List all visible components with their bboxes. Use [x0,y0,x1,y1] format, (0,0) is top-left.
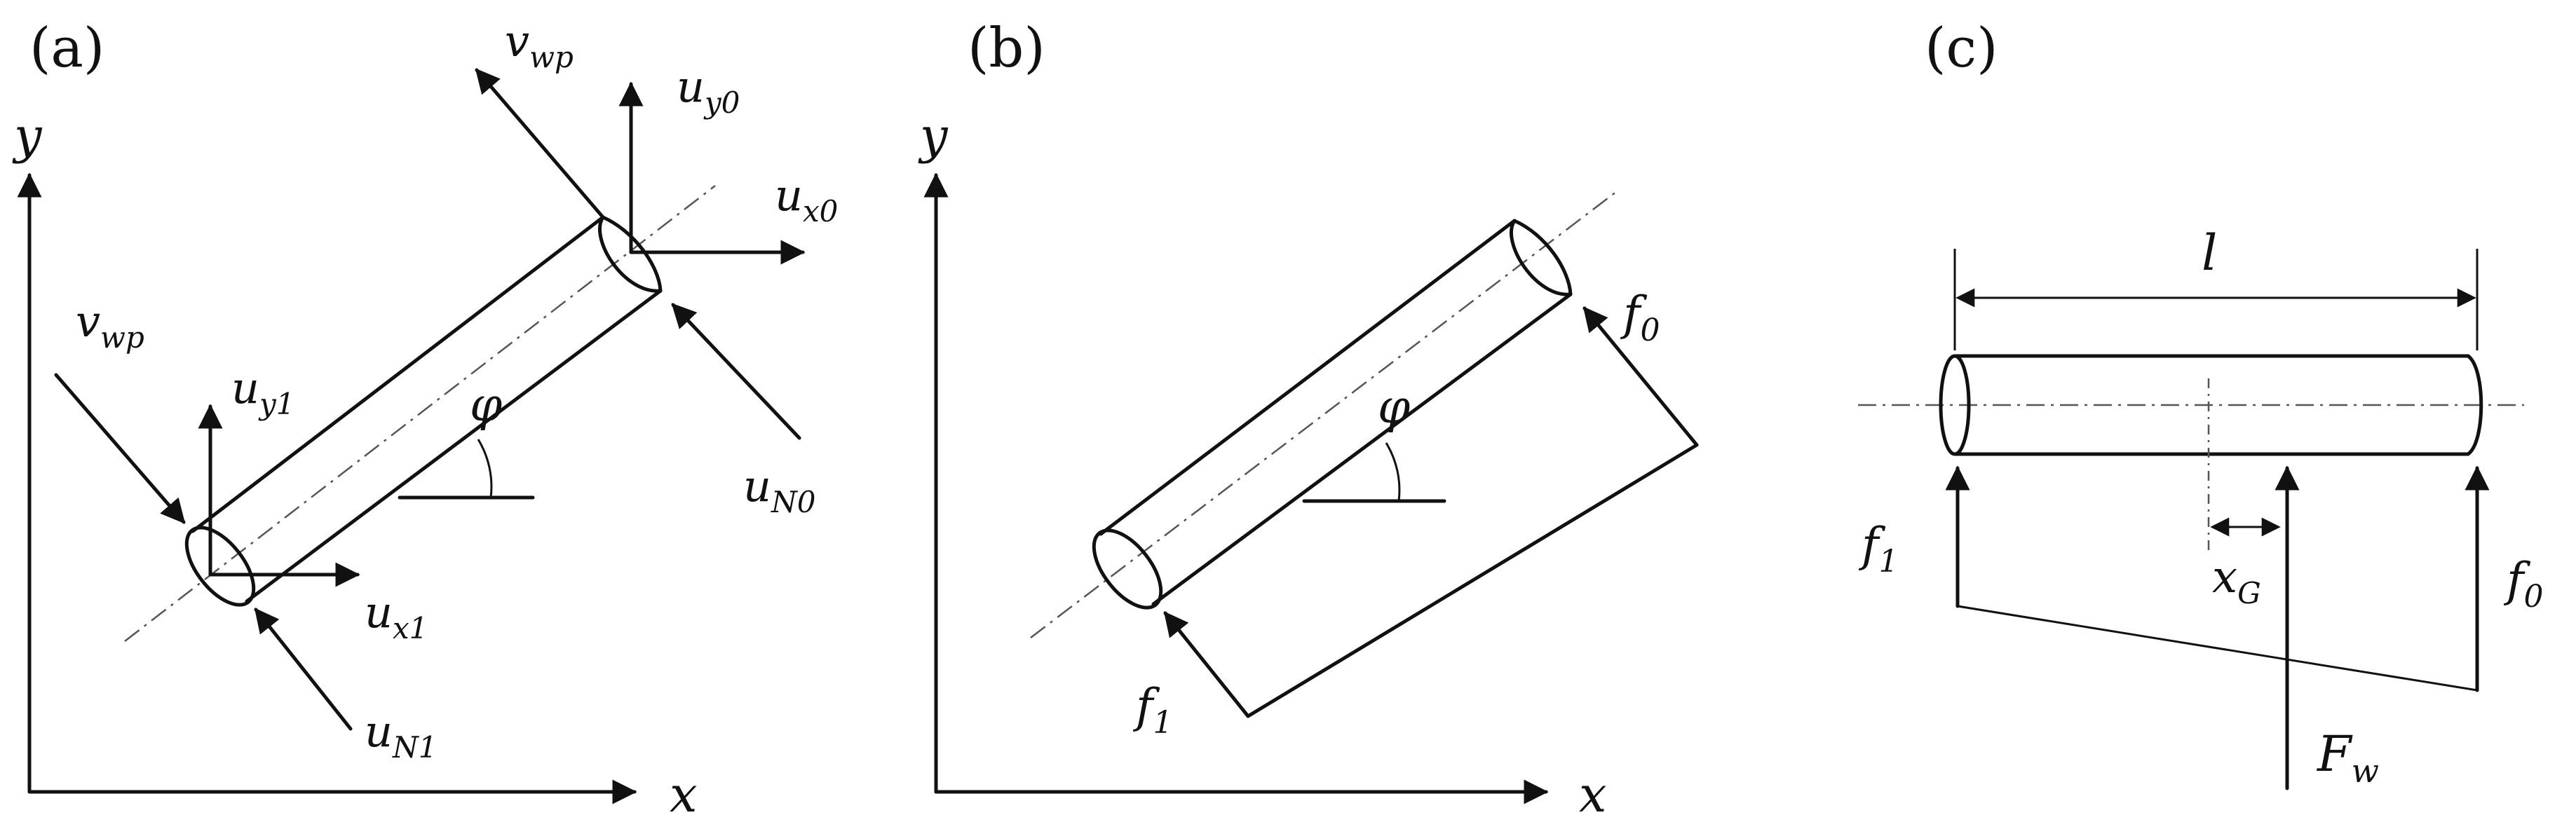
panel-b-cylinder [1030,189,1620,638]
panel-b-f1-arrow [1163,611,1250,718]
panel-a-v-wp-top-arrow [475,68,605,219]
panel-c-tag: (c) [1925,17,1998,80]
panel-a-angle-label: φ [470,378,502,432]
panel-b-angle-label: φ [1378,380,1410,434]
panel-b: (b) y x φ f0 f1 [918,17,1699,823]
panel-a-uN1-label: uN1 [365,706,437,765]
panel-c-fw-label: Fw [2316,725,2379,790]
panel-c-f1-label: f1 [1858,518,1898,580]
panel-b-x-label: x [1579,766,1606,823]
panel-b-angle-arc [1385,442,1401,502]
panel-c: (c) l xG f1 f0 Fw [1858,17,2543,790]
panel-a-uy0-label: uy0 [677,61,740,120]
panel-b-y-label: y [918,107,949,165]
panel-b-f0-label: f0 [1620,287,1660,348]
panel-b-f0-arrow [1582,306,1699,447]
panel-a-uy1-label: uy1 [231,362,294,421]
panel-b-tag: (b) [968,17,1045,80]
panel-a-v-wp-top-label: vwp [505,15,574,74]
panel-c-length-label: l [2202,224,2217,282]
panel-c-f0-label: f0 [2503,553,2543,615]
panel-a-uN1-arrow [254,608,353,731]
panel-a-angle-arc [477,439,493,498]
panel-a-ux0-label: ux0 [775,170,838,228]
panel-a-v-wp-left-arrow [54,373,186,524]
panel-a-uN0-arrow [671,303,801,440]
panel-c-xg-label: xG [2212,551,2261,610]
panel-a: (a) y x vwp uy0 ux0 uN0 φ [12,15,838,823]
panel-c-cylinder [1858,354,2524,554]
panel-a-cylinder [124,185,716,642]
panel-b-f1-label: f1 [1132,679,1172,741]
panel-a-y-label: y [12,107,43,165]
panel-b-load-line [1246,443,1699,718]
panel-a-v-wp-left-label: vwp [76,296,144,355]
panel-a-uN0-label: uN0 [743,460,815,519]
panel-c-load-line [1957,605,2478,692]
panel-a-ux1-label: ux1 [365,587,428,645]
panel-a-x-label: x [670,766,697,823]
panel-a-tag: (a) [29,17,104,80]
